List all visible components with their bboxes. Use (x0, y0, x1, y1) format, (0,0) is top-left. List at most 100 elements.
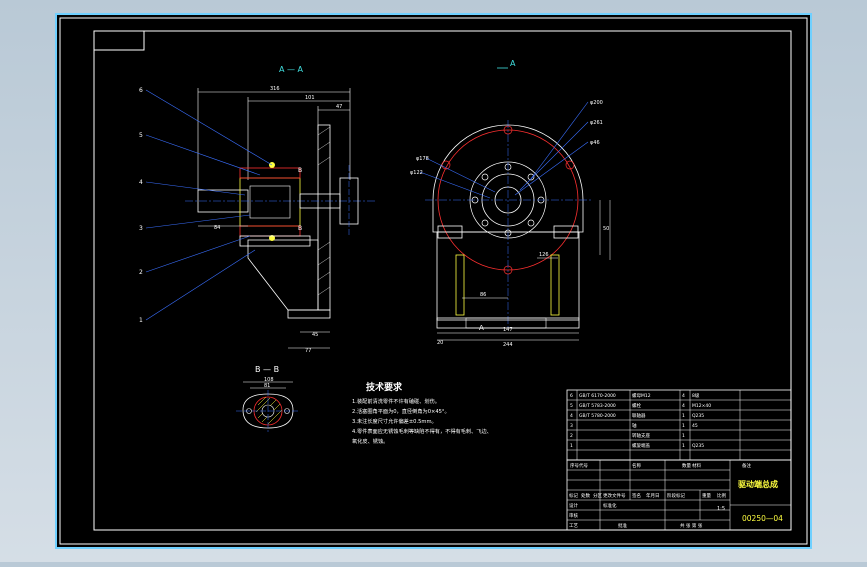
sheet-info: 共 张 第 张 (680, 522, 703, 529)
corner-box (93, 30, 145, 51)
dim-77: 77 (305, 348, 311, 354)
coupling-inner (249, 185, 291, 219)
view-a-dimension-lines (437, 200, 611, 341)
drawing-name: 驱动端总成 (738, 479, 778, 489)
callout-3: 3 (139, 225, 143, 232)
title-label-date: 年月日 (646, 492, 660, 499)
dim-phi46: φ46 (590, 140, 600, 146)
callout-6: 6 (139, 87, 143, 94)
title-label-design: 设计 (569, 502, 578, 509)
parts-list-grid (567, 390, 791, 460)
parts-cell: 4 (682, 393, 685, 399)
dim-50: 50 (603, 226, 609, 232)
sheet-background (55, 13, 812, 549)
tech-req-line-3: 3.未注长度尺寸允许偏差±0.5mm。 (352, 417, 437, 425)
parts-header: 备注 (742, 462, 751, 469)
parts-cell: 5 (570, 403, 573, 409)
dim-244: 244 (503, 342, 513, 348)
parts-headers: 序号代号名称数量材料备注 (570, 462, 751, 469)
dim-phi178: φ178 (416, 156, 429, 162)
parts-cell: GB/T 5783-2000 (579, 403, 616, 409)
parts-cell: 2 (570, 433, 573, 439)
drawing-code: 00250—04 (742, 514, 783, 523)
base-foot (287, 309, 331, 319)
dim-47: 47 (336, 104, 342, 110)
dim-84: 84 (214, 225, 220, 231)
view-a: A (410, 59, 611, 348)
outer-border (59, 17, 808, 545)
aa-top-dimensions (197, 88, 351, 190)
dim-45: 45 (312, 332, 318, 338)
title-block: 标记 处数 分区 更改文件号 签名 年月日 设计 审核 工艺 批准 标准化 阶段… (566, 459, 792, 531)
parts-cell: 1 (682, 433, 685, 439)
parts-cell: 6 (570, 393, 573, 399)
callout-leaders (145, 89, 273, 321)
dim-phi261: φ261 (590, 120, 603, 126)
tech-req-line-5: 氧化皮、锈蚀。 (352, 437, 388, 445)
dim-phi200: φ200 (590, 100, 603, 106)
parts-header: 序号 (570, 462, 579, 469)
parts-header: 名称 (632, 462, 641, 469)
parts-cell: 螺栓 (632, 402, 641, 409)
parts-cell: 1 (570, 443, 573, 449)
dim-20: 20 (437, 340, 443, 346)
dim-101: 101 (305, 95, 315, 101)
parts-cell: 联轴器 (632, 412, 646, 419)
dim-86: 86 (480, 292, 486, 298)
parts-cell: 8级 (692, 392, 700, 399)
parts-cell: M12×40 (692, 403, 711, 409)
title-label-mark: 标记 (569, 492, 578, 499)
parts-cell: 3 (570, 423, 573, 429)
dim-108: 108 (264, 377, 274, 383)
dim-81: 81 (264, 383, 270, 389)
callout-2: 2 (139, 269, 143, 276)
title-label-weight: 重量 (702, 492, 711, 499)
section-aa-label: A — A (279, 65, 304, 74)
callout-4: 4 (139, 179, 143, 186)
title-label-zone: 分区 (593, 492, 602, 499)
parts-cell: GB/T 5780-2000 (579, 413, 616, 419)
section-aa-view: A — A 3 1 6 101 47 (139, 65, 375, 354)
title-label-stage: 阶段标记 (667, 492, 685, 499)
title-block-frame (566, 459, 792, 531)
plate-hatch (317, 126, 331, 296)
bb-flange (242, 393, 294, 429)
section-bb-label: B — B (255, 365, 279, 374)
dim-phi122: φ122 (410, 170, 423, 176)
tech-req-line-4: 4.零件表面应无锈蚀毛刺等缺陷不得有，不得有毛刺、飞边、 (352, 427, 492, 435)
parts-cell: 转轴支座 (632, 432, 650, 439)
parts-cell: Q235 (692, 413, 704, 419)
parts-header: 材料 (692, 462, 701, 469)
parts-header: 代号 (579, 462, 588, 469)
section-mark-b-bottom: B (298, 225, 302, 232)
section-mark-b-top: B (298, 167, 302, 174)
view-a-label: A (510, 59, 516, 68)
title-block-grid (567, 460, 791, 530)
parts-cell: 螺旋端盖 (632, 442, 650, 449)
base-leg-left (455, 254, 465, 316)
base-block (239, 235, 311, 247)
tech-req-title: 技术要求 (366, 381, 403, 393)
mounting-ears (437, 225, 579, 239)
parts-cell: GB/T 6170-2000 (579, 393, 616, 399)
inner-frame (93, 30, 792, 531)
parts-cell: 1 (682, 413, 685, 419)
parts-cell: 45 (692, 423, 698, 429)
parts-cell: 1 (682, 423, 685, 429)
section-bb-view: B — B 108 81 (236, 365, 300, 432)
callout-1: 1 (139, 317, 143, 324)
dim-147: 147 (503, 327, 513, 333)
base-leg-right (550, 254, 560, 316)
callout-5: 5 (139, 132, 143, 139)
parts-cell: 1 (682, 443, 685, 449)
scale-value: 1:5 (717, 506, 725, 512)
title-label-change: 更改文件号 (603, 492, 626, 499)
base-slot (465, 317, 547, 329)
title-label-sign: 签名 (632, 492, 641, 499)
bolt-bottom (269, 235, 275, 241)
title-label-approve: 批准 (618, 522, 627, 529)
tech-req-line-1: 1.装配前清洗零件不许有磕碰、划伤。 (352, 397, 440, 405)
housing-outline (432, 124, 584, 233)
